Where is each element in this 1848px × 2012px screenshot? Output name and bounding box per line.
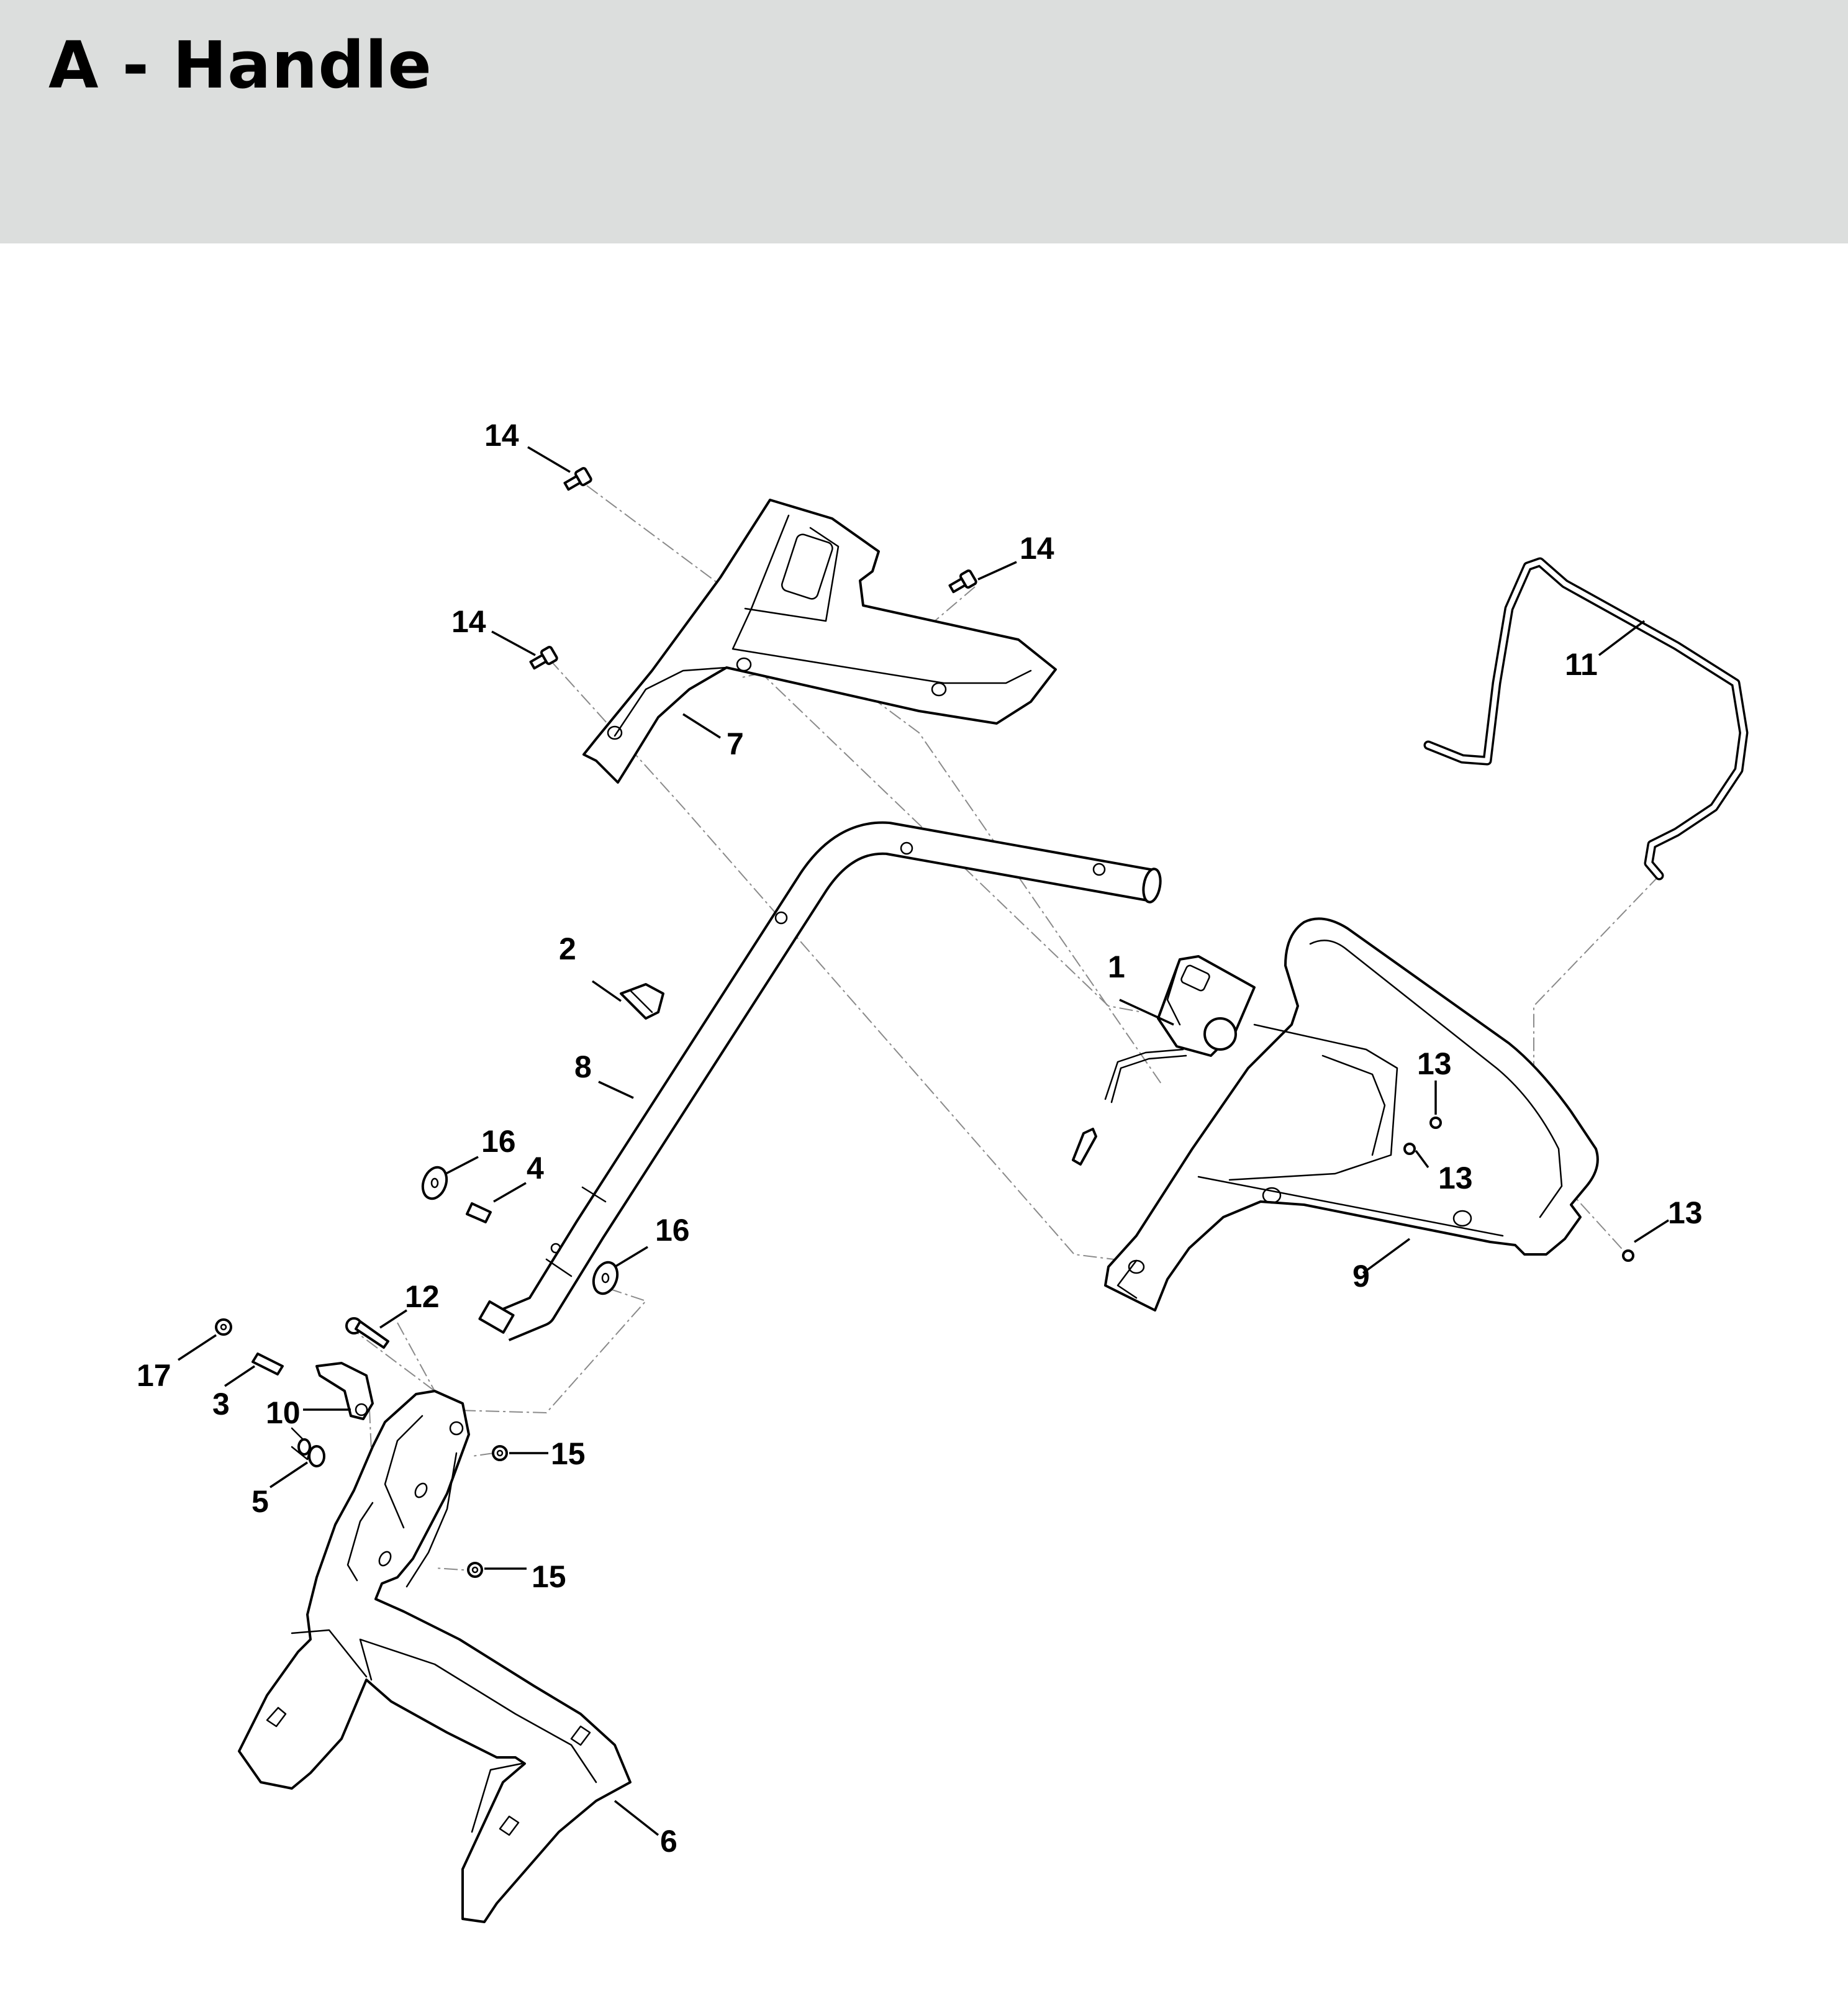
- callout-12: 12: [405, 1279, 440, 1314]
- part-9-upper-handlebar: [1104, 917, 1599, 1312]
- callout-13b: 13: [1438, 1161, 1473, 1195]
- part-10-lever: [315, 1362, 374, 1420]
- callout-14c: 14: [451, 604, 486, 639]
- part-14-screws: [529, 467, 977, 670]
- leader-lines: [178, 446, 1669, 1836]
- part-17-nut: [215, 1318, 232, 1336]
- part-4-pin: [466, 1202, 492, 1223]
- callout-labels: 14 14 14 11 7 2 1 8 13 13 13 16 4 16 9 1…: [137, 418, 1703, 1859]
- header-bar: A - Handle: [0, 0, 1848, 243]
- part-3-pin: [251, 1353, 284, 1375]
- callout-9: 9: [1352, 1259, 1370, 1294]
- callout-14b: 14: [1020, 531, 1054, 566]
- callout-5: 5: [251, 1484, 269, 1519]
- callout-8: 8: [574, 1049, 592, 1084]
- part-6-lower-frame: [238, 1390, 632, 1923]
- part-7-handle-cover: [582, 499, 1057, 784]
- part-8-handle-tube: [478, 821, 1162, 1341]
- callout-10: 10: [266, 1395, 301, 1430]
- callout-13a: 13: [1417, 1046, 1452, 1081]
- callout-1: 1: [1108, 949, 1125, 984]
- part-1-control-unit: [1072, 955, 1256, 1166]
- callout-15b: 15: [532, 1559, 566, 1594]
- callout-11: 11: [1565, 647, 1598, 682]
- callout-15a: 15: [551, 1436, 586, 1471]
- callout-6: 6: [660, 1824, 677, 1859]
- part-5-spring: [291, 1427, 325, 1467]
- callout-17: 17: [137, 1358, 171, 1393]
- callout-2: 2: [559, 931, 576, 966]
- part-2-cable-clip: [620, 983, 664, 1020]
- callout-13c: 13: [1668, 1195, 1703, 1230]
- page-title: A - Handle: [48, 27, 432, 103]
- callout-16b: 16: [655, 1213, 690, 1248]
- callout-14a: 14: [484, 418, 519, 453]
- callout-4: 4: [527, 1151, 544, 1185]
- part-11-bail-wire: [1423, 557, 1749, 881]
- callout-3: 3: [212, 1387, 230, 1421]
- part-12-bolt: [345, 1317, 389, 1349]
- part-15-nuts: [467, 1445, 508, 1578]
- callout-16a: 16: [481, 1124, 516, 1159]
- part-16-washers: [421, 1166, 619, 1295]
- part-13-screws: [1403, 1117, 1634, 1262]
- callout-7: 7: [727, 727, 744, 761]
